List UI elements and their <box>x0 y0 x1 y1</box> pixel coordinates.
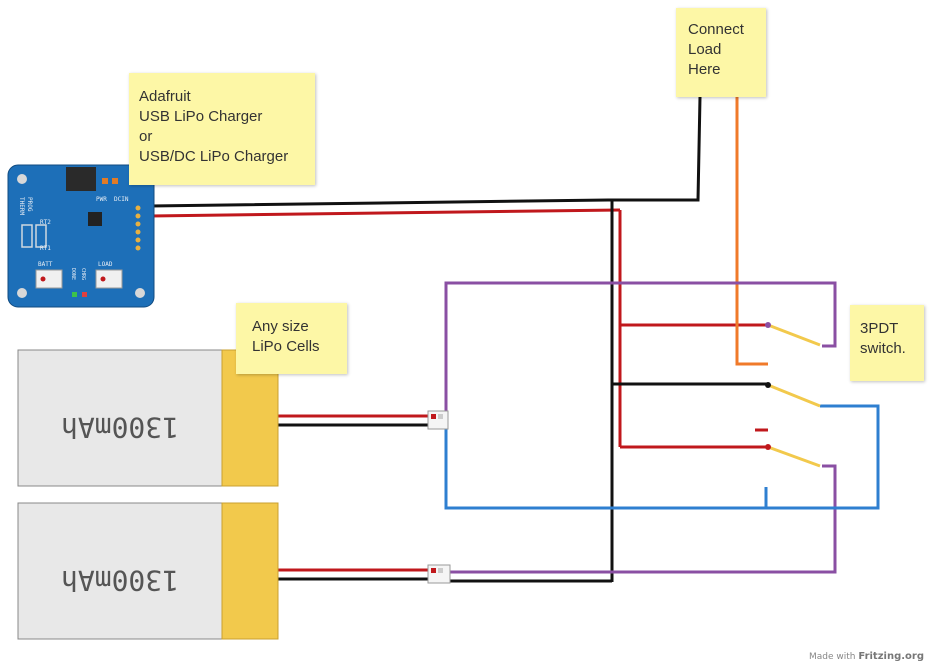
note-charger-line-4: USB/DC LiPo Charger <box>139 148 289 165</box>
switch-3pdt <box>765 322 821 468</box>
note-load-line-3: Here <box>688 61 721 78</box>
board-label-load: LOAD <box>98 261 113 268</box>
note-switch: 3PDT switch. <box>850 305 924 381</box>
board-label-chrg: CHRG <box>80 268 86 280</box>
note-charger-line-2: USB LiPo Charger <box>139 108 263 125</box>
board-label-rt2: RT2 <box>40 219 51 226</box>
wire-orange-load <box>735 97 768 366</box>
note-cells: Any size LiPo Cells <box>236 303 347 374</box>
note-cells-line-2: LiPo Cells <box>252 338 320 355</box>
board-label-rt1: RT1 <box>40 245 51 252</box>
switch-blade-2 <box>767 383 821 408</box>
battery-top-capacity: 1300mAh <box>61 411 179 444</box>
fritzing-watermark: Made with Fritzing.org <box>809 651 924 662</box>
note-load-line-2: Load <box>688 41 722 58</box>
note-charger: Adafruit USB LiPo Charger or USB/DC LiPo… <box>129 73 315 185</box>
board-label-pwr: PWR <box>96 196 107 203</box>
board-label-prog: PROG <box>26 197 33 212</box>
board-label-dcin: DCIN <box>114 196 129 203</box>
note-switch-line-2: switch. <box>860 340 906 357</box>
note-charger-line-3: or <box>139 128 153 145</box>
board-label-therm: THERM <box>18 197 25 215</box>
note-cells-line-1: Any size <box>252 318 309 335</box>
usb-port <box>66 167 96 191</box>
note-load-line-1: Connect <box>688 21 744 38</box>
board-label-done: DONE <box>70 268 76 280</box>
watermark-prefix: Made with <box>809 652 856 662</box>
note-switch-line-1: 3PDT <box>860 320 899 337</box>
note-charger-line-1: Adafruit <box>139 88 191 105</box>
jst-connector-bottom <box>427 564 451 584</box>
board-label-batt: BATT <box>38 261 53 268</box>
switch-blade-3 <box>767 445 821 468</box>
jst-connector-top <box>427 410 449 430</box>
battery-bottom <box>17 502 279 640</box>
charger-board: PWR DCIN THERM PROG RT2 RT1 BATT LOAD DO… <box>7 164 155 308</box>
wire-black-load <box>149 96 702 208</box>
wire-red-charger <box>149 208 621 218</box>
note-load: Connect Load Here <box>676 8 766 97</box>
battery-bottom-capacity: 1300mAh <box>61 564 179 597</box>
wire-purple-top <box>444 281 837 418</box>
switch-blade-1 <box>767 323 821 347</box>
wire-blue-loop <box>444 404 880 510</box>
wire-purple-bottom <box>450 464 837 574</box>
watermark-brand: Fritzing.org <box>858 651 924 662</box>
